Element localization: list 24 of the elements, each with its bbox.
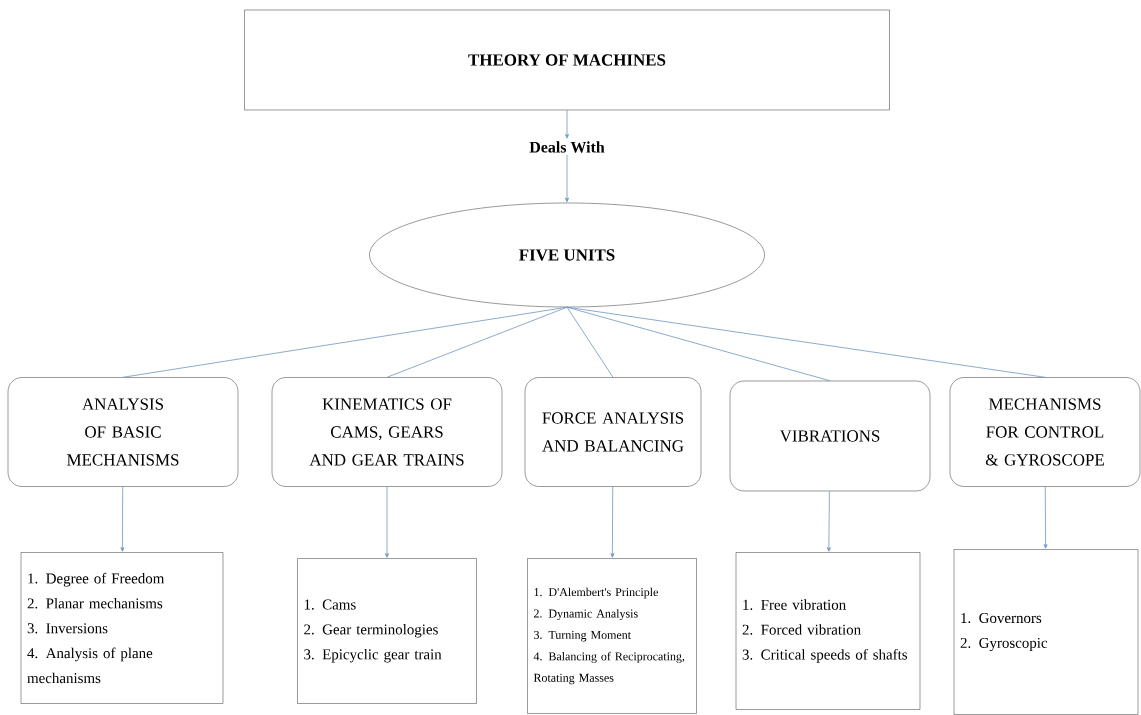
- title-box: THEORY OF MACHINES: [244, 9, 890, 111]
- unit-box: ANALYSIS OF BASIC MECHANISMS: [7, 377, 239, 487]
- unit-box: MECHANISMS FOR CONTROL & GYROSCOPE: [949, 377, 1141, 487]
- unit-box: VIBRATIONS: [729, 380, 931, 492]
- unit-box: FORCE ANALYSIS AND BALANCING: [524, 377, 702, 487]
- connector-line: [386, 306, 568, 378]
- connector-line: [566, 306, 614, 378]
- topic-list-box: 1. Governors 2. Gyroscopic: [953, 549, 1139, 715]
- arrow: [565, 154, 569, 203]
- topic-list-box: 1. Degree of Freedom 2. Planar mechanisms 3. Inversions 4. Analysis of plane mechanisms: [20, 552, 224, 704]
- arrow: [565, 109, 569, 139]
- arrow: [1043, 486, 1048, 549]
- connector-line: [566, 306, 1046, 378]
- arrow: [385, 486, 389, 558]
- ellipse-node: FIVE UNITS: [369, 202, 765, 308]
- unit-box: KINEMATICS OF CAMS, GEARS AND GEAR TRAINS: [271, 377, 503, 487]
- connector-line: [566, 306, 831, 382]
- topic-list-box: 1. Free vibration 2. Forced vibration 3. Critical speeds of shafts: [735, 552, 921, 710]
- connector-text: Deals With: [529, 141, 605, 153]
- arrow: [120, 486, 125, 552]
- topic-list-box: 1. Cams 2. Gear terminologies 3. Epicyclic gear train: [297, 558, 477, 704]
- arrow: [610, 486, 615, 558]
- topic-list-box: 1. D'Alembert's Principle 2. Dynamic Analysis 3. Turning Moment 4. Balancing of Reciprocating, Rotating Masses: [527, 558, 697, 714]
- arrow: [826, 490, 831, 552]
